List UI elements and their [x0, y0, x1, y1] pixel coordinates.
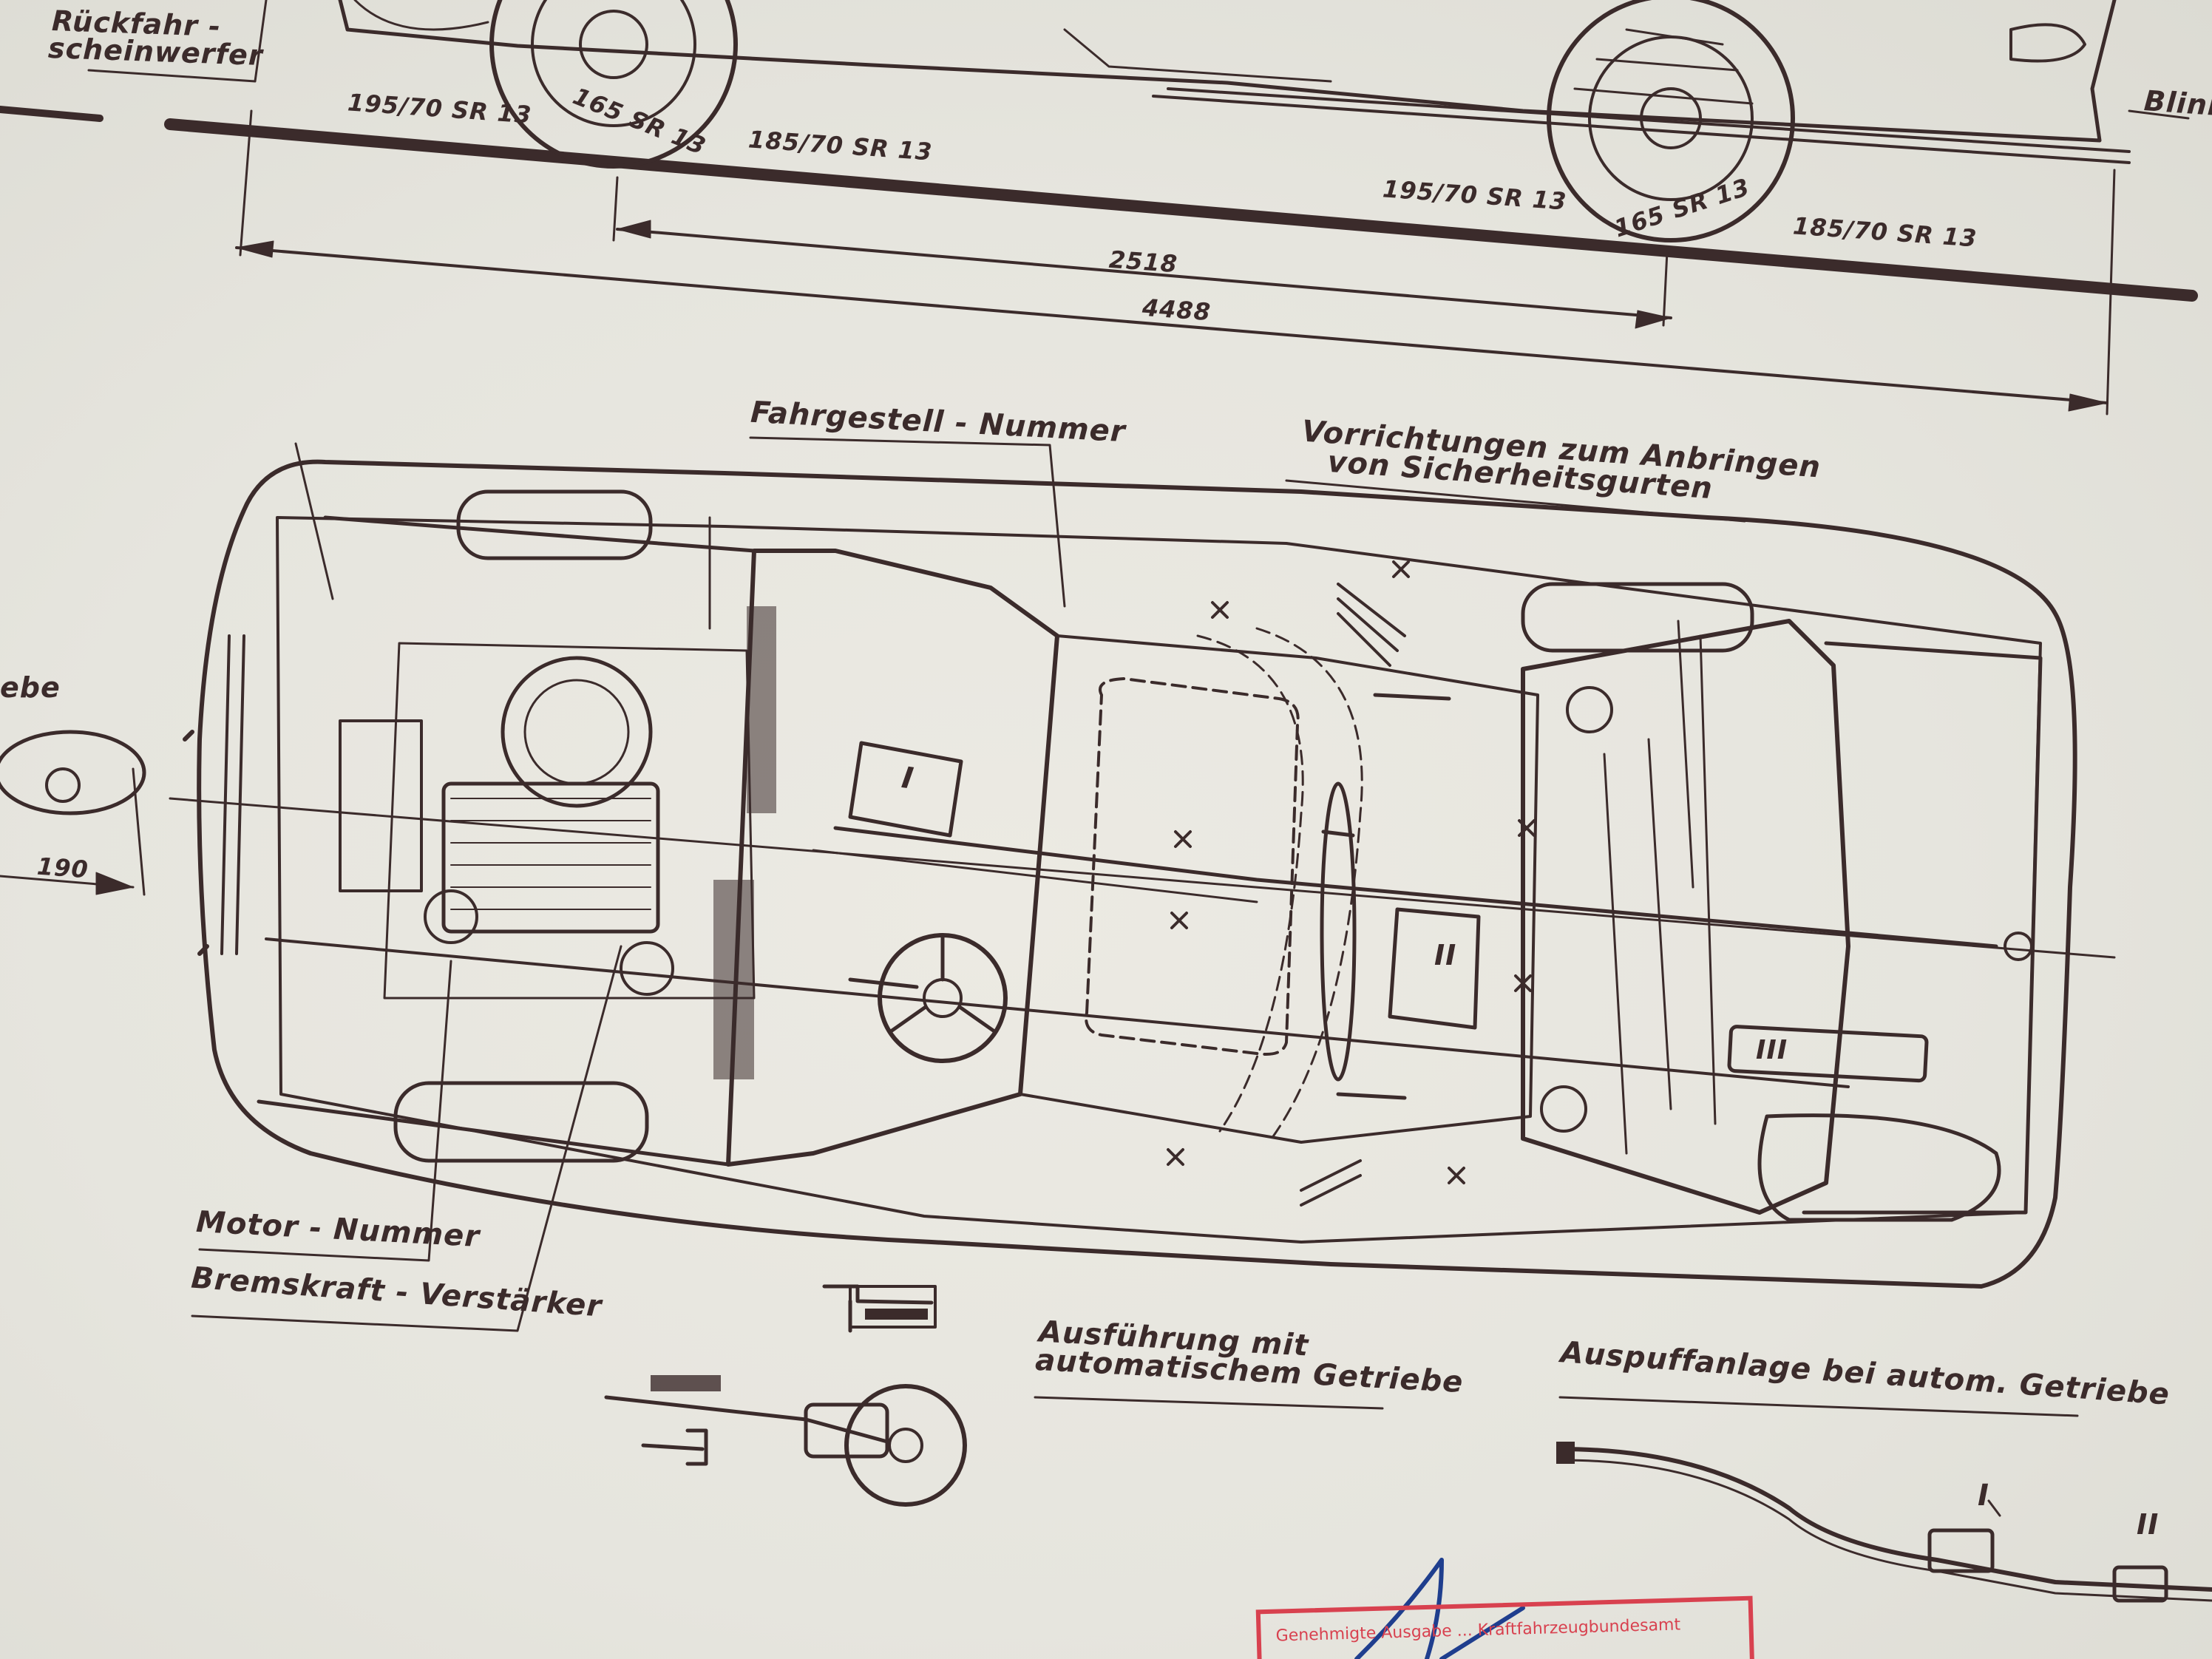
front-right-tyre [393, 1081, 649, 1163]
front-grille [220, 634, 245, 955]
rear-wheel-side [1547, 0, 1795, 242]
front-wheel-side [489, 0, 738, 169]
label-blinker: Blink [2143, 84, 2212, 123]
ground-line-left [0, 106, 104, 122]
marker-exhaust-II: II [2137, 1508, 2160, 1541]
rear-window [1521, 619, 1850, 1215]
stamp-text: Genehmigte Ausgabe ... Kraftfahrzeugbund… [1275, 1615, 1681, 1646]
auto-steering-wheel [844, 1384, 967, 1507]
seatbelt-anchor-markers [1167, 560, 1536, 1184]
dimension-wheelbase: 2518 [1107, 245, 1179, 279]
dimension-length: 4488 [1141, 293, 1212, 327]
cowl-vent-upper [747, 606, 776, 813]
marker-III: III [1756, 1035, 1788, 1065]
rear-seat [1085, 677, 1300, 1056]
side-view-body [338, 0, 2117, 143]
cowl-vent-lower [713, 880, 754, 1079]
component-box-3 [1727, 1025, 1929, 1083]
rear-right-tyre [1757, 1113, 2001, 1222]
roof-panel [1019, 634, 1539, 1144]
marker-exhaust-I: I [1978, 1479, 1989, 1513]
engine-block [441, 781, 660, 934]
component-box-2 [1388, 907, 1481, 1030]
drive-shaft [833, 826, 1998, 949]
front-left-tyre [456, 489, 653, 560]
dimension-190: 190 [35, 852, 90, 884]
muffler-1 [1927, 1528, 1995, 1573]
front-seat [1196, 634, 1304, 1133]
dimension-line-4488 [235, 246, 2108, 404]
car-body-outline [197, 459, 2077, 1289]
ground-line [164, 118, 2198, 302]
tail-light-detail [0, 730, 146, 815]
dimension-line-2518 [616, 228, 1672, 319]
signature [1354, 1558, 1525, 1659]
muffler-2 [2112, 1565, 2168, 1603]
rear-left-tyre [1521, 582, 1754, 653]
component-box-1 [848, 741, 963, 838]
air-filter [501, 656, 653, 808]
label-getriebe-left: ebe [0, 671, 61, 704]
exhaust-pipe [1558, 1447, 2212, 1592]
marker-II: II [1434, 939, 1457, 971]
